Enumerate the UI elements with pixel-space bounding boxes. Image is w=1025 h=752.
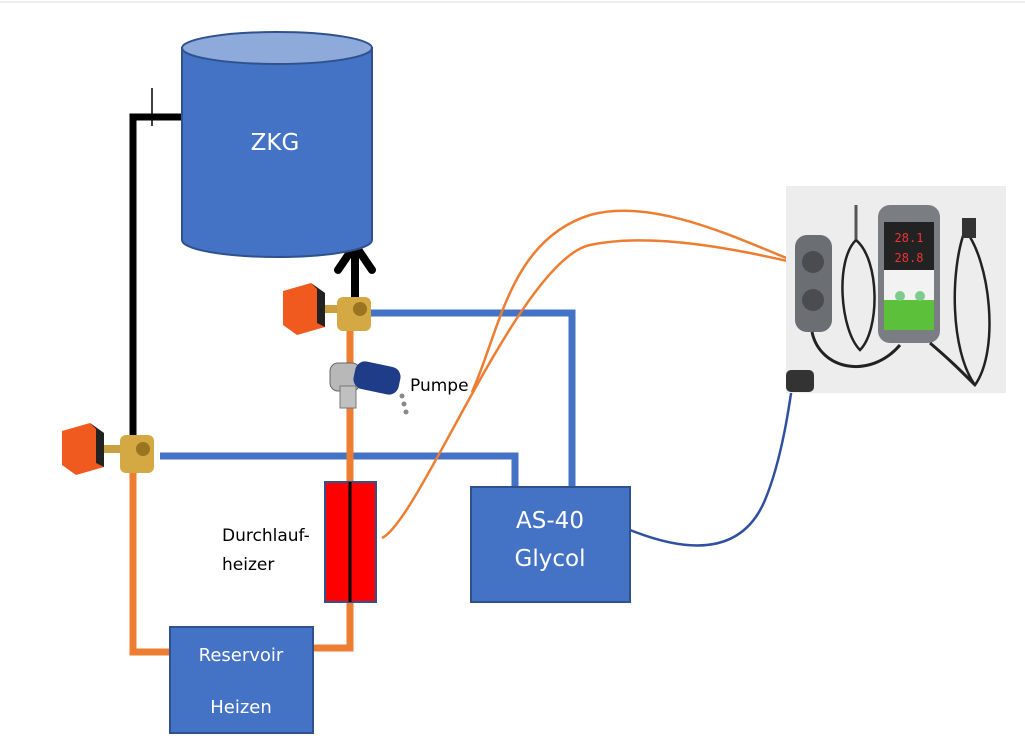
reservoir-label-2: Heizen [210,697,272,718]
reservoir-label-1: Reservoir [199,645,284,666]
heater-label-2: heizer [222,555,274,575]
pump-label: Pumpe [410,376,469,396]
pump-icon [329,361,409,415]
hot-pipes [129,318,354,656]
chiller-as40: AS-40 Glycol [470,486,631,603]
temperature-controller-image: 28.1 28.8 [786,186,1006,393]
cold-pipes [160,309,576,488]
chiller-label-1: AS-40 [516,508,584,534]
motorized-valve-icon [283,283,371,335]
heater-wires [381,209,806,540]
flow-arrow [334,237,376,304]
tank-label: ZKG [251,130,300,156]
inline-heater [324,481,377,603]
motorized-valve-icon [62,423,154,475]
reservoir-box: Reservoir Heizen [169,626,314,734]
heater-label-1: Durchlauf- [222,526,310,546]
tank-zkg: ZKG [181,31,373,258]
return-pipe [129,88,185,438]
svg-text:28.8: 28.8 [895,251,924,265]
svg-text:28.1: 28.1 [895,231,924,245]
controller-wire [629,314,805,547]
chiller-label-2: Glycol [515,546,586,572]
